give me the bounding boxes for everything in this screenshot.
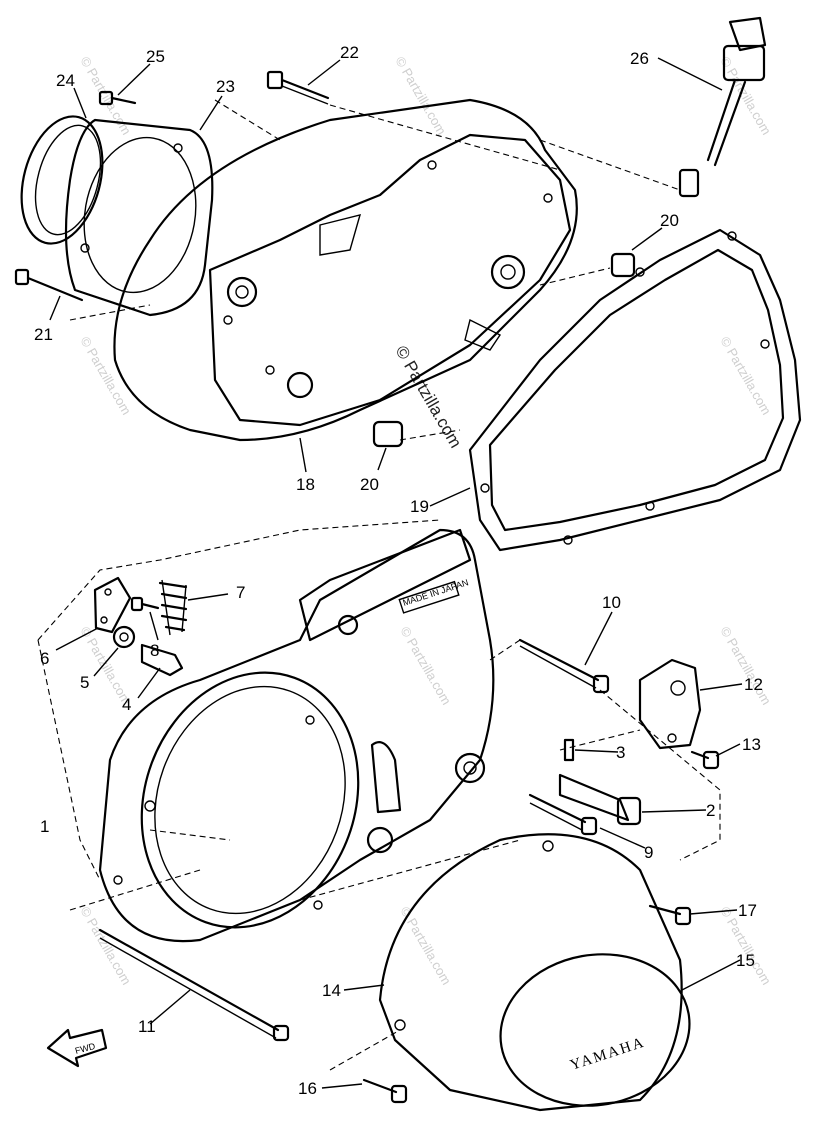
callout-23: 23 [216,77,235,96]
part-19-gasket [468,228,802,552]
cover-brand-text: YAMAHA [568,1035,647,1074]
callout-26: 26 [630,49,649,68]
part-5-washer [112,625,136,649]
callout-22: 21 [34,325,53,344]
part-1-crankcase-cover: MADE IN JAPAN [98,528,495,943]
part-20-dowel-upper [610,252,636,278]
part-24-cover [20,115,104,245]
callout-6: 6 [40,649,49,668]
part-13-bolt [690,750,720,770]
part-12-bracket [638,658,702,750]
watermark: © Partzilla.com [77,54,134,137]
part-23-cover-frame [64,118,214,317]
callout-2: 2 [706,801,715,820]
part-20-dowel-lower [372,420,404,448]
part-10-bolt [518,638,610,694]
fwd-arrow-icon: FWD [46,1028,108,1068]
part-16-bolt [362,1078,408,1104]
callout-20-lower: 20 [360,475,379,494]
watermark: © Partzilla.com [717,624,774,707]
part-8-screw [130,596,160,612]
callout-labels: 25 24 23 22 26 20 21 18 20 19 7 10 8 6 5… [34,43,763,1098]
part-14-magneto-cover [378,833,683,1112]
part-9-bolt [528,793,598,836]
watermark: © Partzilla.com [77,334,134,417]
callout-11: 11 [138,1017,156,1036]
watermark: © Partzilla.com [717,54,774,137]
part-15-cover-cap: YAMAHA [499,953,691,1107]
callout-5: 5 [80,673,89,692]
assembly-lines-lower [37,519,721,1071]
callout-1: 1 [40,817,49,836]
callout-13: 13 [742,735,761,754]
part-4-lever [140,643,184,677]
part-7-spring [158,579,188,636]
callout-17: 17 [738,901,757,920]
callout-14: 14 [322,981,341,1000]
watermark: © Partzilla.com [397,624,454,707]
case-marking: MADE IN JAPAN [402,577,470,608]
part-17-bolt [648,904,692,926]
callout-8: 8 [150,641,159,660]
callout-15: 15 [736,951,755,970]
part-6-plate [93,576,132,634]
part-25-bolt [98,90,137,106]
callout-19: 19 [410,497,429,516]
callout-3: 3 [616,743,625,762]
part-2-shaft [558,773,642,826]
part-3-pin [563,738,575,762]
watermark: © Partzilla.com [717,334,774,417]
part-21-bolt [266,70,330,105]
callout-18: 18 [296,475,315,494]
assembly-lines-upper [69,99,681,441]
callout-12: 12 [744,675,763,694]
callout-10: 10 [602,593,621,612]
callout-16: 16 [298,1079,317,1098]
callout-25: 25 [146,47,165,66]
part-18-crankcase-cover [113,98,578,442]
part-11-long-bolt [98,928,290,1042]
callout-4: 4 [122,695,131,714]
callout-9: 9 [644,843,653,862]
leader-lines [49,57,743,1089]
callout-7: 7 [236,583,245,602]
fwd-label: FWD [74,1041,97,1056]
callout-20-upper: 20 [660,211,679,230]
callout-24: 24 [56,71,75,90]
part-22-bolt [14,268,84,302]
part-26-dipstick [678,16,767,198]
callout-21: 22 [340,43,359,62]
